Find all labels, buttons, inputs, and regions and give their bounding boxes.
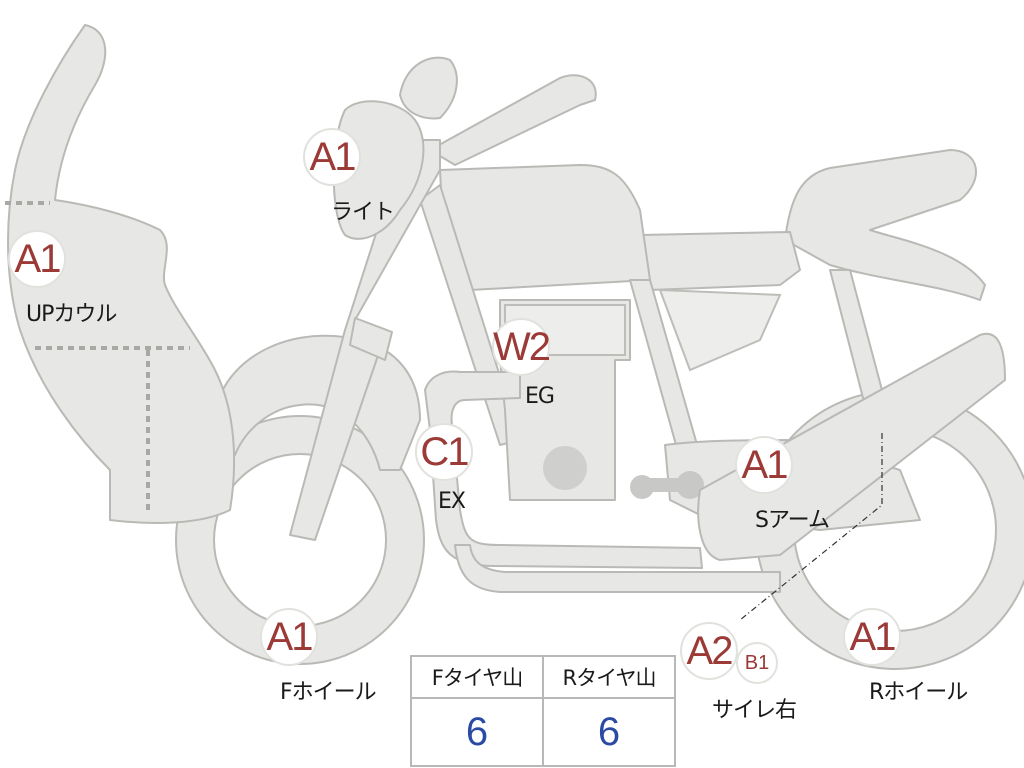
upper-cowl xyxy=(7,24,236,524)
part-label: サイレ右 xyxy=(712,698,797,723)
seat xyxy=(639,231,801,291)
fuel-tank xyxy=(439,164,651,291)
grade-circle: A2 xyxy=(680,622,738,680)
table-row: 6 6 xyxy=(410,697,676,767)
tire-tread-table: Fタイヤ山 Rタイヤ山 6 6 xyxy=(410,655,676,767)
grade-circle: A1 xyxy=(735,436,793,494)
part-label: EG xyxy=(525,384,555,409)
part-label: Sアーム xyxy=(755,508,830,533)
front-tire-value: 6 xyxy=(410,697,544,767)
grade-circle: A1 xyxy=(303,128,361,186)
part-label: Rホイール xyxy=(869,680,968,705)
headlight xyxy=(332,100,425,240)
header-front-tire: Fタイヤ山 xyxy=(410,655,544,699)
side-panel xyxy=(658,288,782,372)
part-label: UPカウル xyxy=(26,302,117,327)
handlebar xyxy=(429,74,597,166)
rear-cowl xyxy=(784,149,986,301)
grade-circle: A1 xyxy=(843,608,901,666)
grade-circle: A1 xyxy=(8,230,66,288)
rear-tire-value: 6 xyxy=(542,697,676,767)
part-label: Fホイール xyxy=(280,680,377,705)
part-label: EX xyxy=(438,489,466,514)
part-label: ライト xyxy=(331,200,395,225)
grade-circle: A1 xyxy=(260,608,318,666)
header-rear-tire: Rタイヤ山 xyxy=(542,655,676,699)
grade-circle: W2 xyxy=(492,318,551,376)
silencer xyxy=(697,332,1006,561)
table-header-row: Fタイヤ山 Rタイヤ山 xyxy=(410,655,676,699)
grade-circle: C1 xyxy=(415,423,473,481)
sub-grade-circle: B1 xyxy=(736,642,778,684)
engine-cover xyxy=(543,446,587,490)
mirror xyxy=(399,56,458,120)
exhaust-pipe xyxy=(424,370,703,569)
